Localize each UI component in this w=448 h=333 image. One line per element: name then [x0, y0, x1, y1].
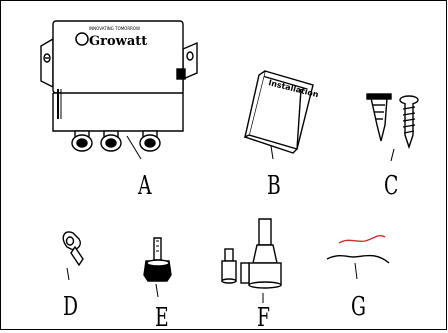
label-a: A	[138, 171, 152, 201]
brand-logo: Growatt	[89, 34, 147, 49]
inverter-box-icon	[40, 20, 198, 160]
key-lock-icon	[143, 237, 172, 298]
label-f: F	[257, 303, 270, 333]
cable-wires-icon	[326, 234, 390, 280]
ring-terminal-icon	[62, 231, 84, 281]
anchor-screw-icon	[366, 93, 419, 162]
label-b: B	[267, 171, 281, 201]
label-g: G	[351, 292, 366, 322]
label-c: C	[384, 171, 399, 201]
brand-tagline: INNOVATING TOMORROW	[89, 26, 140, 31]
manual-icon	[243, 70, 314, 160]
label-e: E	[155, 303, 169, 333]
label-d: D	[63, 292, 79, 322]
black-wire	[326, 254, 390, 264]
ferrules-icon	[221, 218, 282, 303]
red-wire	[338, 234, 386, 244]
